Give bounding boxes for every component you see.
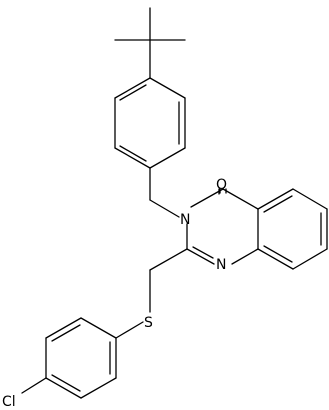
aromatic-inner-bond xyxy=(263,245,293,263)
benzyl-benzene-ring xyxy=(114,77,186,169)
bond xyxy=(292,188,328,210)
bond xyxy=(149,147,186,169)
oxygen-label: O xyxy=(216,177,227,193)
bond xyxy=(190,188,224,208)
bond xyxy=(45,377,82,399)
bond xyxy=(80,377,117,399)
fused-benzene-ring xyxy=(257,188,328,270)
bond xyxy=(149,248,188,271)
bond xyxy=(149,199,180,218)
chlorophenyl-ring xyxy=(21,317,117,399)
bond xyxy=(186,248,215,265)
bond xyxy=(231,248,259,265)
bond xyxy=(257,188,294,210)
thiomethyl-linker xyxy=(115,248,188,339)
sulfur-label: S xyxy=(144,315,153,331)
bond xyxy=(222,188,259,210)
aromatic-inner-bond xyxy=(263,195,293,213)
pyrimidinone-ring xyxy=(186,188,259,265)
bond xyxy=(149,77,186,99)
bond xyxy=(45,317,82,339)
aromatic-inner-bond xyxy=(119,145,147,162)
aromatic-inner-bond xyxy=(51,324,81,342)
bond xyxy=(21,377,47,394)
bond xyxy=(114,77,151,99)
benzyl-methylene xyxy=(149,167,180,218)
bond xyxy=(115,321,144,339)
bond xyxy=(114,147,151,169)
aromatic-inner-bond xyxy=(119,84,147,101)
double-bond-inner xyxy=(192,246,214,259)
bond xyxy=(292,248,328,270)
aromatic-inner-bond xyxy=(51,374,81,392)
bond xyxy=(257,248,294,270)
nitrogen-n3-label: N xyxy=(180,212,190,228)
bond xyxy=(80,317,117,339)
chlorine-label: Cl xyxy=(2,394,16,410)
nitrogen-n1-label: N xyxy=(216,257,226,273)
tert-butyl-group xyxy=(114,7,186,79)
